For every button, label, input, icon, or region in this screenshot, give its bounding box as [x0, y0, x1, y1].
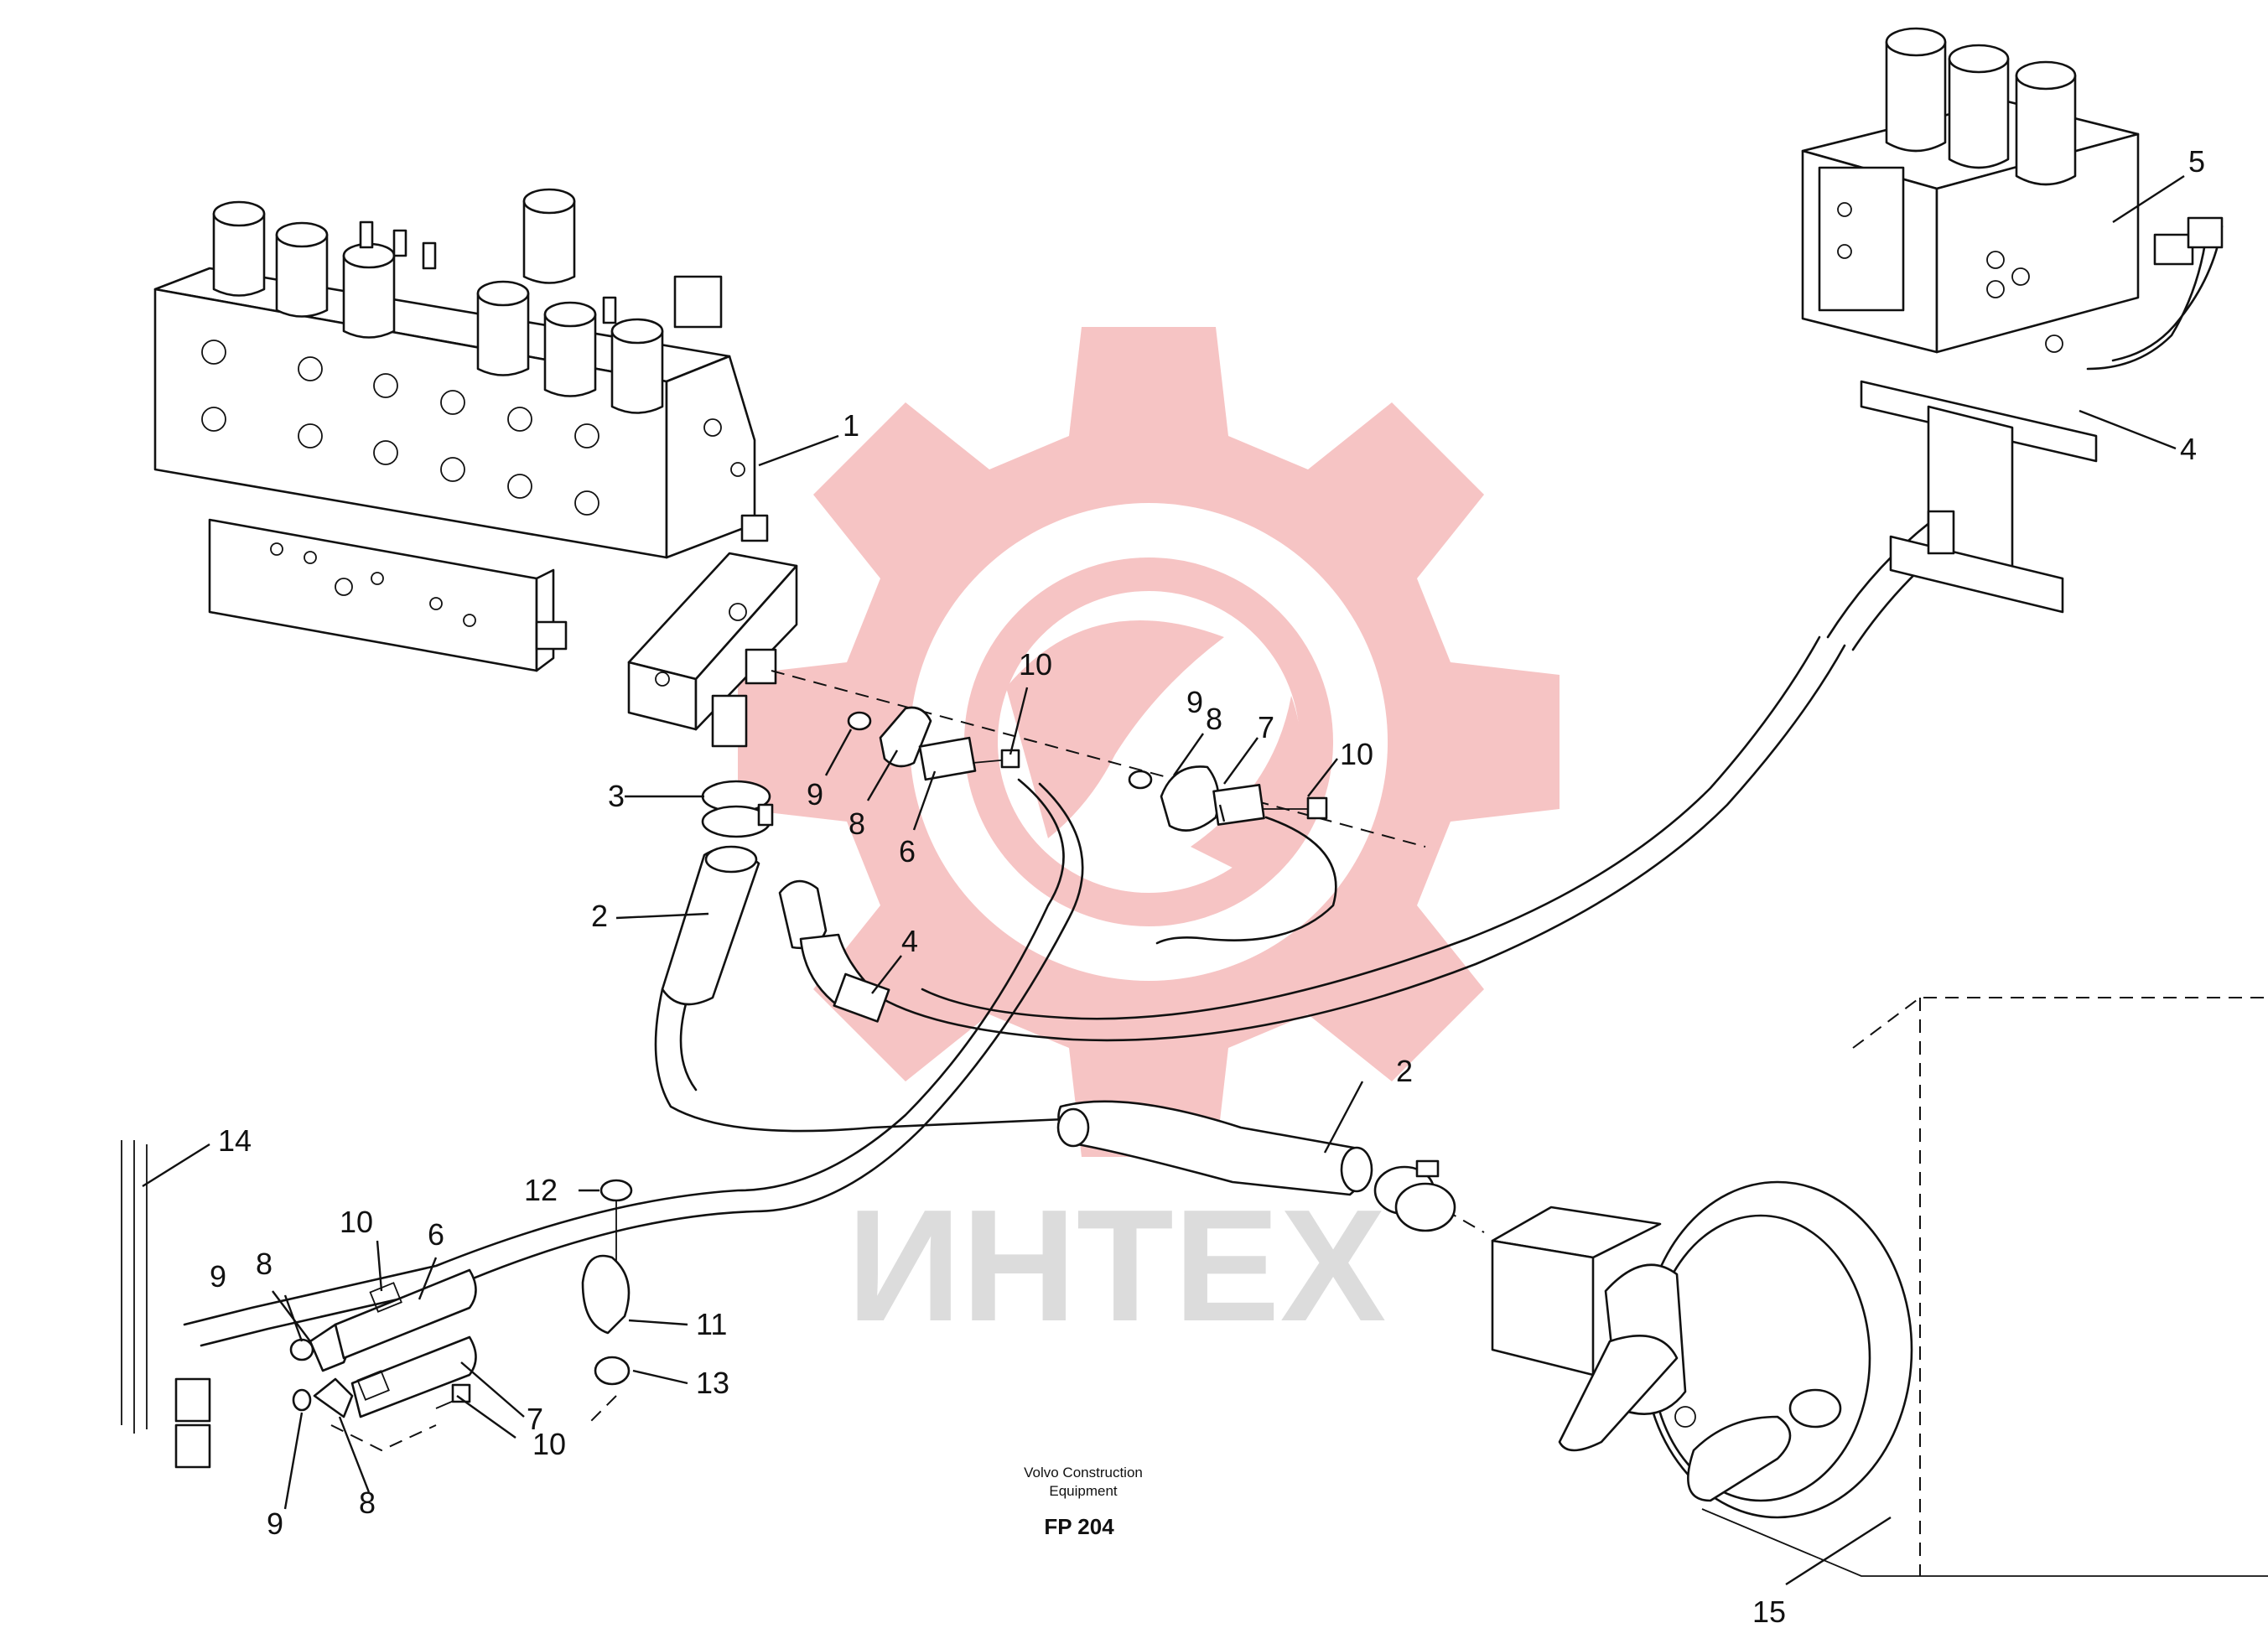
- watermark: ИНТЕХ: [738, 327, 1560, 1355]
- caption-company: Volvo Construction: [1024, 1465, 1143, 1480]
- callout-2-upper: 2: [591, 899, 608, 933]
- callout-14: 14: [218, 1123, 252, 1158]
- callout-13: 13: [696, 1366, 729, 1400]
- lower-hose-assembly: [1056, 1100, 1456, 1232]
- upper-hose-assembly: [661, 780, 890, 1023]
- callout-8-lower-bottom: 8: [359, 1486, 376, 1520]
- main-valve-assembly: [153, 188, 769, 672]
- callout-8-upper-right: 8: [1206, 702, 1222, 736]
- caption-division: Equipment: [1049, 1483, 1118, 1499]
- callout-9-lower-bottom: 9: [267, 1506, 283, 1541]
- port-block: [627, 552, 798, 748]
- callout-7-lower: 7: [527, 1402, 543, 1436]
- mount-parts: [581, 1179, 633, 1386]
- callout-8-upper-left: 8: [849, 806, 865, 841]
- callout-4-left: 4: [901, 924, 918, 958]
- watermark-text: ИНТЕХ: [847, 1177, 1386, 1355]
- callout-10-upper-left: 10: [1019, 647, 1052, 682]
- side-fitting: [535, 514, 769, 651]
- callout-10-upper-right: 10: [1340, 737, 1373, 771]
- callout-labels: 1 2 2 3 4 4 5 6 6 7 7 8 8 8 8 9 9 9 9 10…: [210, 144, 2205, 1629]
- tank-assembly: [1491, 997, 2268, 1577]
- callout-2-lower: 2: [1396, 1054, 1413, 1088]
- leader-lines: [142, 174, 2185, 1586]
- watermark-inner-swirl: [1006, 620, 1224, 838]
- callout-5: 5: [2188, 144, 2205, 179]
- callout-6-upper: 6: [899, 834, 916, 869]
- upper-clamp-parts: [847, 706, 1328, 832]
- callout-3: 3: [608, 779, 625, 813]
- callout-1: 1: [843, 408, 859, 443]
- callout-10-lower-bottom: 10: [532, 1427, 566, 1461]
- callout-9-lower-top: 9: [210, 1259, 226, 1294]
- watermark-inner-ring: [964, 557, 1333, 926]
- caption: Volvo Construction Equipment FP 204: [1024, 1465, 1143, 1539]
- callout-6-lower: 6: [428, 1217, 444, 1252]
- callout-9-upper-left: 9: [807, 777, 823, 812]
- watermark-gear: [738, 327, 1560, 1157]
- callout-15: 15: [1752, 1595, 1786, 1629]
- pilot-valve-assembly: [1801, 27, 2224, 614]
- callout-4-right: 4: [2180, 432, 2197, 466]
- callout-11: 11: [696, 1307, 727, 1341]
- callout-12: 12: [524, 1173, 558, 1207]
- gear-logo-icon: [738, 327, 1560, 1157]
- callout-7-upper: 7: [1258, 710, 1274, 744]
- valve-port-holes: [201, 340, 745, 627]
- callout-10-lower-top: 10: [340, 1205, 373, 1239]
- lower-left-assembly: [121, 1140, 477, 1469]
- callout-9-upper-right: 9: [1186, 685, 1203, 719]
- solenoid-caps: [212, 188, 723, 414]
- caption-code: FP 204: [1044, 1514, 1114, 1539]
- callout-8-lower-top: 8: [256, 1247, 272, 1281]
- watermark-inner-swirl-2: [1191, 696, 1301, 872]
